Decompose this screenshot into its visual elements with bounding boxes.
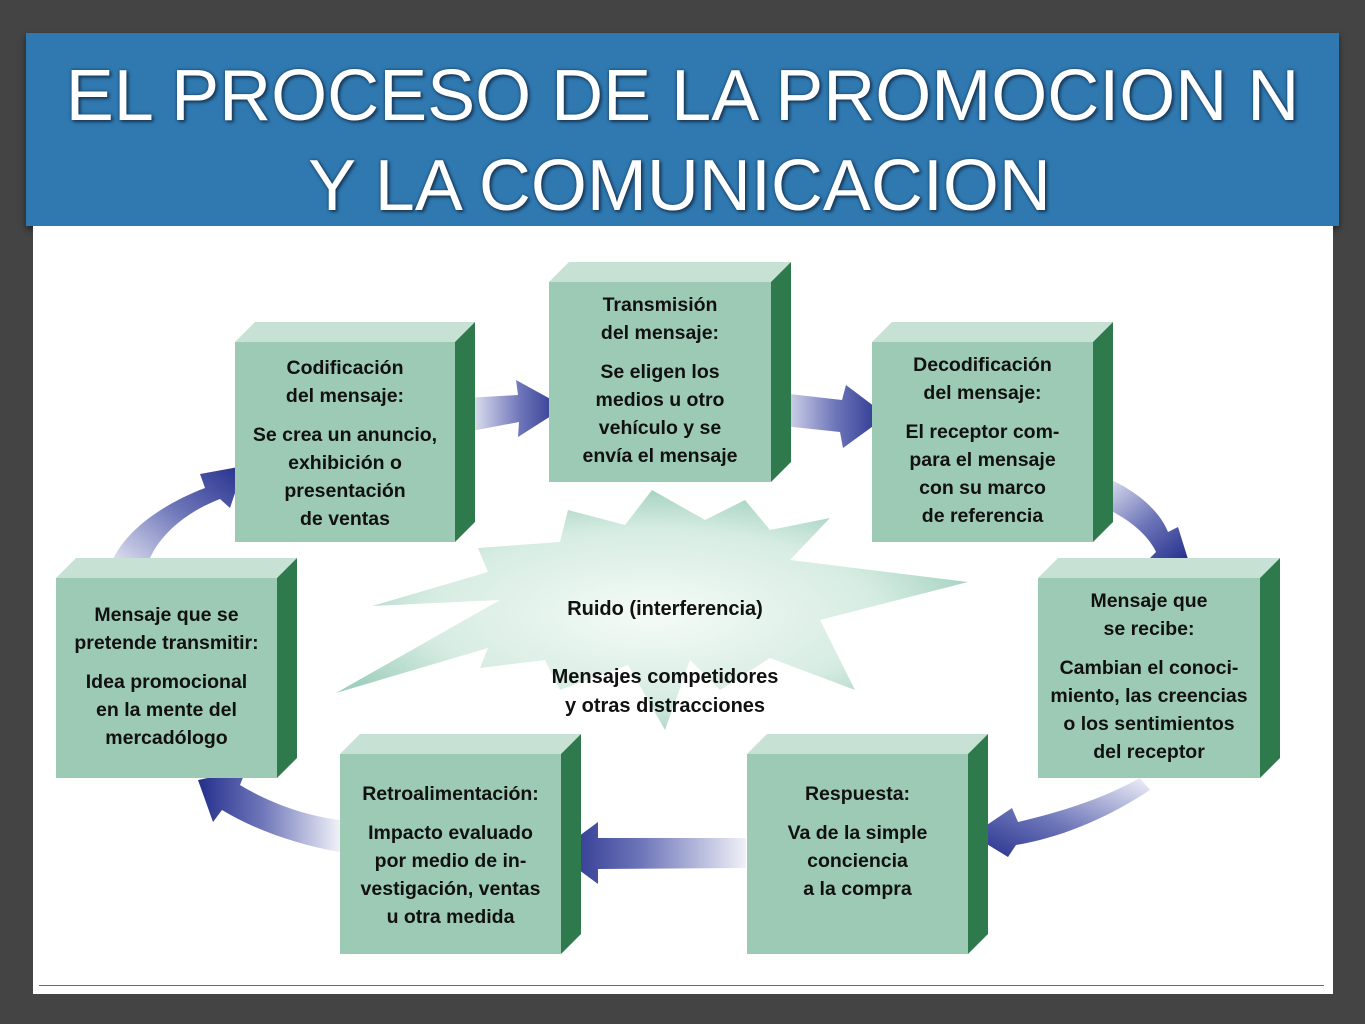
box-mensaje-transmitir-shape bbox=[56, 558, 297, 778]
box-mensaje-transmitir-heading: Mensaje que se pretende transmitir: bbox=[74, 604, 259, 654]
box-codificacion-heading: Codificación del mensaje: bbox=[285, 357, 405, 407]
box-decodificacion-shape bbox=[872, 322, 1113, 542]
noise-body: Mensajes competidores y otras distraccio… bbox=[551, 666, 779, 717]
box-retroalimentacion: Retroalimentación: Impacto evaluado por … bbox=[340, 780, 561, 931]
noise-heading: Ruido (interferencia) bbox=[567, 598, 763, 620]
box-mensaje-transmitir-body: Idea promocional en la mente del mercadó… bbox=[85, 671, 248, 749]
arrow-right-top-right bbox=[772, 385, 887, 448]
box-transmision-body: Se eligen los medios u otro vehículo y s… bbox=[582, 361, 738, 467]
title-line-2: Y LA COMUNICACION bbox=[308, 146, 1051, 226]
box-codificacion: Codificación del mensaje: Se crea un anu… bbox=[235, 354, 455, 533]
arrow-left-bottom-right bbox=[556, 822, 746, 884]
arrow-curve-up-left bbox=[108, 466, 244, 574]
arrow-curve-down-left bbox=[972, 778, 1150, 857]
box-mensaje-recibe-shape bbox=[1038, 558, 1280, 778]
box-decodificacion-heading: Decodificación del mensaje: bbox=[913, 354, 1052, 404]
box-mensaje-recibe: Mensaje que se recibe: Cambian el conoci… bbox=[1038, 587, 1260, 766]
box-respuesta-shape bbox=[747, 734, 988, 954]
box-codificacion-shape bbox=[235, 322, 475, 542]
box-respuesta: Respuesta: Va de la simple conciencia a … bbox=[747, 780, 968, 903]
arrow-curve-bottom-left bbox=[198, 770, 340, 852]
box-transmision: Transmisión del mensaje: Se eligen los m… bbox=[549, 291, 771, 470]
process-boxes bbox=[56, 262, 1280, 954]
box-respuesta-heading: Respuesta: bbox=[804, 783, 911, 805]
box-mensaje-recibe-heading: Mensaje que se recibe: bbox=[1090, 590, 1208, 640]
box-transmision-shape bbox=[549, 262, 791, 482]
flow-arrows bbox=[108, 380, 1192, 884]
box-decodificacion: Decodificación del mensaje: El receptor … bbox=[872, 351, 1093, 530]
arrow-right-top-left bbox=[465, 380, 565, 437]
bottom-rule bbox=[39, 985, 1324, 986]
box-retroalimentacion-shape bbox=[340, 734, 581, 954]
box-codificacion-body: Se crea un anuncio, exhibición o present… bbox=[252, 424, 438, 530]
arrow-curve-down-right bbox=[1098, 475, 1192, 572]
box-decodificacion-body: El receptor com- para el mensaje con su … bbox=[905, 421, 1060, 527]
noise-text: Ruido (interferencia) Mensajes competido… bbox=[515, 566, 815, 750]
box-retroalimentacion-heading: Retroalimentación: bbox=[362, 783, 539, 805]
box-retroalimentacion-body: Impacto evaluado por medio de in- vestig… bbox=[360, 822, 541, 928]
box-transmision-heading: Transmisión del mensaje: bbox=[600, 294, 720, 344]
title-banner bbox=[26, 33, 1339, 226]
noise-starburst bbox=[336, 490, 968, 730]
box-mensaje-recibe-body: Cambian el conoci- miento, las creencias… bbox=[1050, 657, 1248, 763]
title-line-1: EL PROCESO DE LA PROMOCION N bbox=[65, 56, 1300, 136]
box-respuesta-body: Va de la simple conciencia a la compra bbox=[787, 822, 928, 900]
box-mensaje-transmitir: Mensaje que se pretende transmitir: Idea… bbox=[56, 601, 277, 752]
